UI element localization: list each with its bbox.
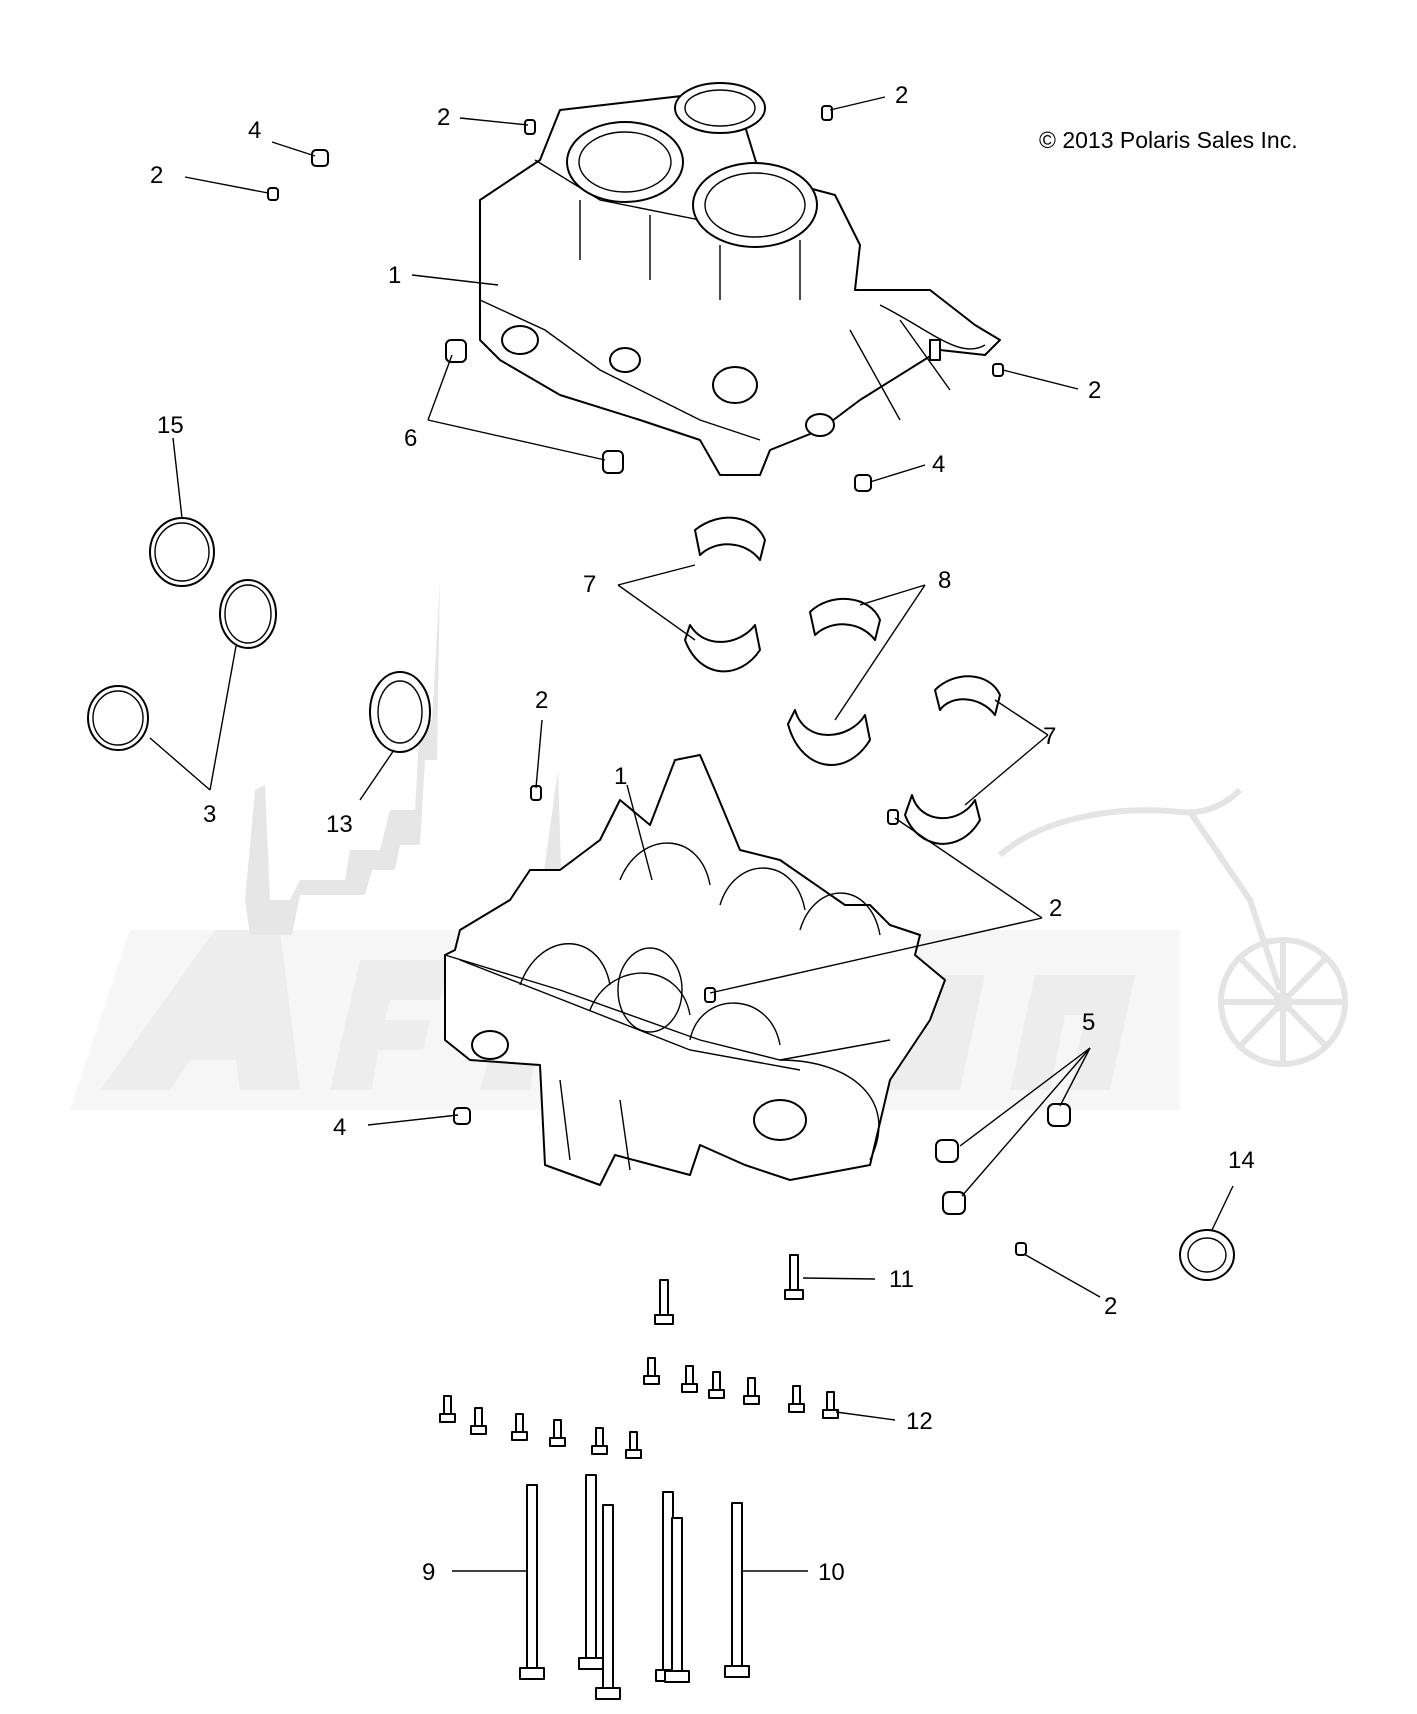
callout-label: 2 <box>895 82 908 109</box>
callout-label: 10 <box>818 1559 845 1586</box>
bolt <box>789 1254 799 1294</box>
dowel-pin <box>1015 1242 1027 1256</box>
bearing-shells <box>684 516 1001 845</box>
callout-label: 7 <box>583 571 596 598</box>
callout-label: 2 <box>150 162 163 189</box>
callout-label: 2 <box>1104 1293 1117 1320</box>
bushing <box>311 149 329 167</box>
watermark-motorcycle <box>998 787 1348 1067</box>
callout-label: 2 <box>1088 377 1101 404</box>
o-ring <box>219 579 277 649</box>
rod-bearing <box>809 597 881 641</box>
screen-filter <box>602 450 624 474</box>
bolts <box>439 1254 839 1700</box>
callout-label: 3 <box>203 801 216 828</box>
callout-label: 1 <box>614 763 627 790</box>
dowel-pin <box>887 809 899 825</box>
callout-label: 2 <box>535 687 548 714</box>
bolt-head <box>784 1289 804 1300</box>
main-bearing <box>694 516 766 561</box>
main-bearing <box>684 624 761 673</box>
bushing <box>453 1107 471 1125</box>
callout-label: 14 <box>1228 1147 1255 1174</box>
main-bearing <box>934 675 1001 716</box>
dowel-pin <box>267 187 279 201</box>
callout-label: 15 <box>157 412 184 439</box>
dowel-pin <box>992 363 1004 377</box>
callout-label: 11 <box>889 1266 914 1293</box>
dowel-pin <box>704 987 716 1003</box>
dowel-pin <box>524 119 536 135</box>
oil-seal <box>369 671 431 753</box>
callout-label: 4 <box>248 117 261 144</box>
callout-label: 2 <box>1049 895 1062 922</box>
callout-label: 12 <box>906 1408 933 1435</box>
short-bolts <box>439 1357 839 1459</box>
callout-label: 13 <box>326 811 353 838</box>
callout-label: 9 <box>422 1559 435 1586</box>
callout-label: 8 <box>938 567 951 594</box>
leader-lines <box>149 96 1234 1572</box>
bushing <box>854 474 872 492</box>
callout-label: 2 <box>437 104 450 131</box>
upper-crankcase <box>479 82 1001 476</box>
seal-rings <box>87 517 1235 1281</box>
long-bolts <box>519 1474 750 1700</box>
callout-label: 6 <box>404 425 417 452</box>
callouts: 2 4 2 2 1 6 2 4 15 3 13 7 8 7 2 1 2 5 4 … <box>150 82 1255 1586</box>
copyright-text: © 2013 Polaris Sales Inc. <box>1039 127 1298 153</box>
dowel-pin <box>821 105 833 121</box>
bolt-head <box>654 1314 674 1325</box>
bushing-large <box>942 1191 966 1215</box>
o-ring <box>149 517 215 587</box>
callout-label: 4 <box>932 451 945 478</box>
bushing-large <box>1047 1103 1071 1127</box>
bushing-large <box>935 1139 959 1163</box>
callout-label: 5 <box>1082 1009 1095 1036</box>
rod-bearing <box>787 709 871 766</box>
screen-filter <box>445 339 467 363</box>
bolt <box>659 1279 669 1319</box>
callout-label: 4 <box>333 1114 346 1141</box>
callout-label: 1 <box>388 262 401 289</box>
callout-label: 7 <box>1043 723 1056 750</box>
dowel-pin <box>530 785 542 801</box>
lower-crankcase <box>444 754 946 1186</box>
o-ring <box>87 685 149 751</box>
